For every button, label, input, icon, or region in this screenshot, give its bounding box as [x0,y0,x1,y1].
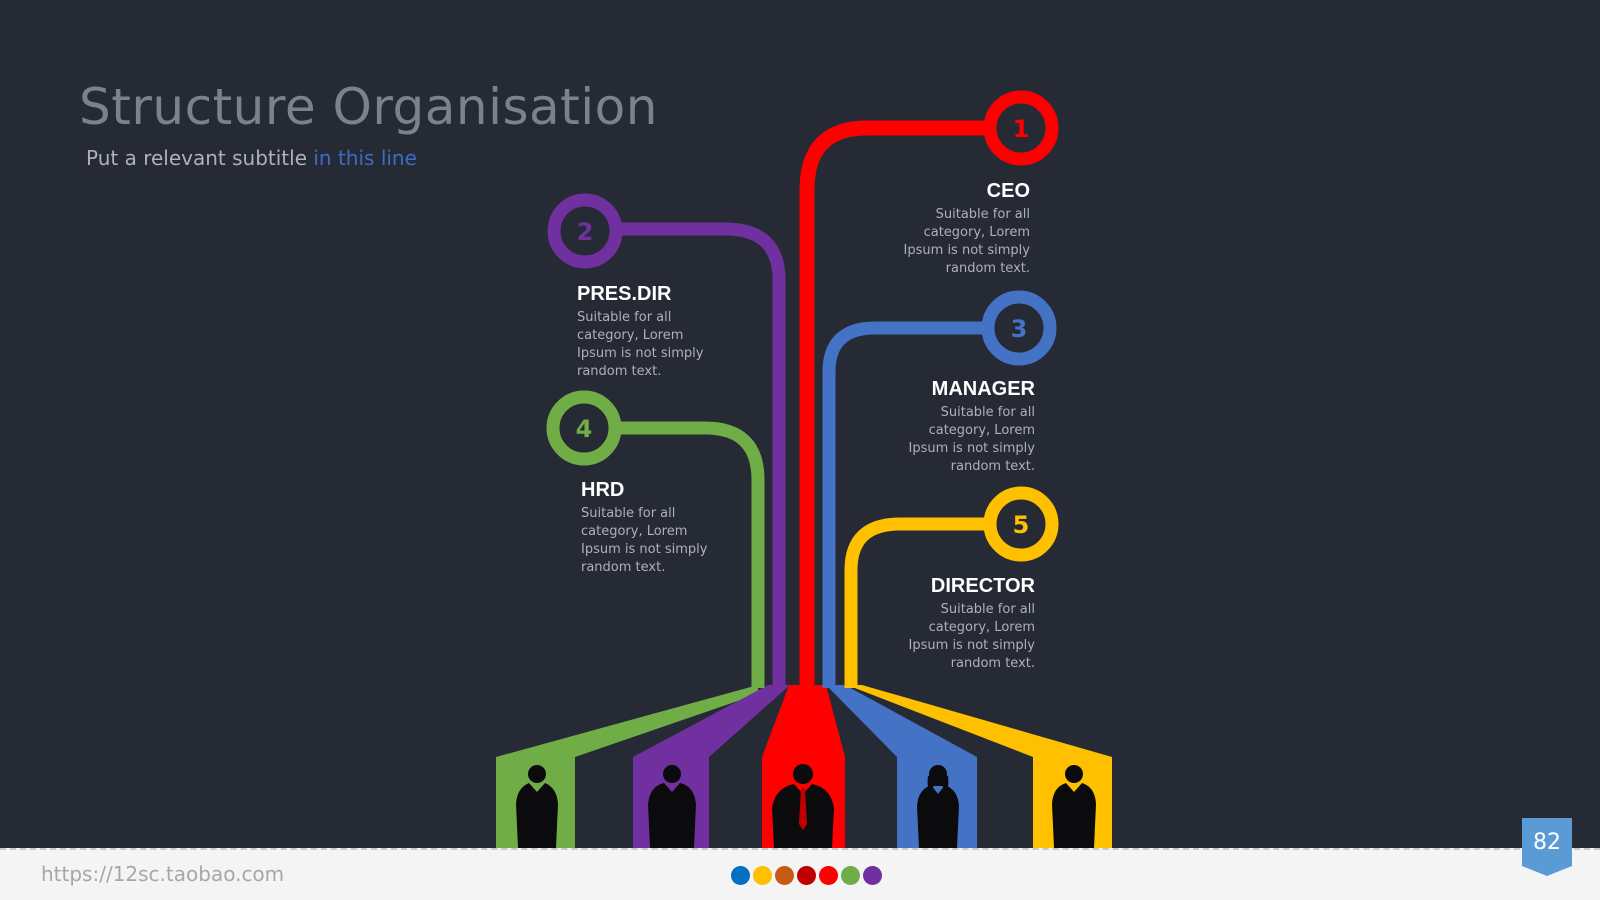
connector-line-pres-dir [621,222,786,688]
connector-line-ceo [799,120,985,688]
subtitle-highlight: in this line [313,146,417,170]
color-dot [753,866,772,885]
node-number-director: 5 [1013,511,1030,539]
node-description-manager: Suitable for all category, Lorem Ipsum i… [908,405,1035,474]
node-ring-director [983,486,1059,562]
node-title-hrd: HRD [581,479,625,501]
node-number-ceo: 1 [1013,115,1030,143]
person-silhouette-icon [648,765,696,848]
node-ring-manager [981,290,1057,366]
node-ring-hrd [546,390,622,466]
node-text-manager: MANAGER Suitable for all category, Lorem… [885,378,1035,476]
node-text-director: DIRECTOR Suitable for all category, Lore… [885,575,1035,673]
color-dot [731,866,750,885]
node-title-director: DIRECTOR [930,575,1035,597]
node-number-manager: 3 [1011,315,1028,343]
node-ring-pres-dir [547,193,623,269]
color-dots [731,866,882,885]
node-number-pres-dir: 2 [577,218,594,246]
connector-line-manager [822,321,982,688]
person-silhouette-icon [1052,765,1096,848]
footer-bar: https://12sc.taobao.com [0,848,1600,900]
badge-shape [1522,818,1572,876]
person-silhouette-icon [772,764,834,848]
node-title-ceo: CEO [986,180,1030,202]
node-title-pres-dir: PRES.DIR [577,283,672,305]
color-dot [841,866,860,885]
node-title-manager: MANAGER [931,378,1035,400]
page-number-badge: 82 [1522,818,1572,876]
page-number: 82 [1533,830,1561,855]
color-dot [797,866,816,885]
node-text-ceo: CEO Suitable for all category, Lorem Ips… [880,180,1030,278]
node-text-pres-dir: PRES.DIR Suitable for all category, Lore… [577,283,727,381]
color-dot [819,866,838,885]
base-block-director [847,685,1112,848]
slide-title: Structure Organisation [79,78,658,136]
base-block-hrd [496,685,758,848]
node-ring-ceo [983,90,1059,166]
connector-line-hrd [621,421,765,688]
slide-subtitle: Put a relevant subtitle in this line [86,146,417,170]
connector-line-director [844,517,984,688]
subtitle-text: Put a relevant subtitle [86,146,314,170]
color-dot [863,866,882,885]
footer-url[interactable]: https://12sc.taobao.com [41,862,285,886]
person-silhouette-icon [917,765,959,848]
color-dot [775,866,794,885]
node-description-hrd: Suitable for all category, Lorem Ipsum i… [581,506,708,575]
node-text-hrd: HRD Suitable for all category, Lorem Ips… [581,479,731,577]
node-number-hrd: 4 [576,415,593,443]
node-description-ceo: Suitable for all category, Lorem Ipsum i… [903,207,1030,276]
node-description-pres-dir: Suitable for all category, Lorem Ipsum i… [577,310,704,379]
node-description-director: Suitable for all category, Lorem Ipsum i… [908,602,1035,671]
person-silhouette-icon [516,765,558,848]
